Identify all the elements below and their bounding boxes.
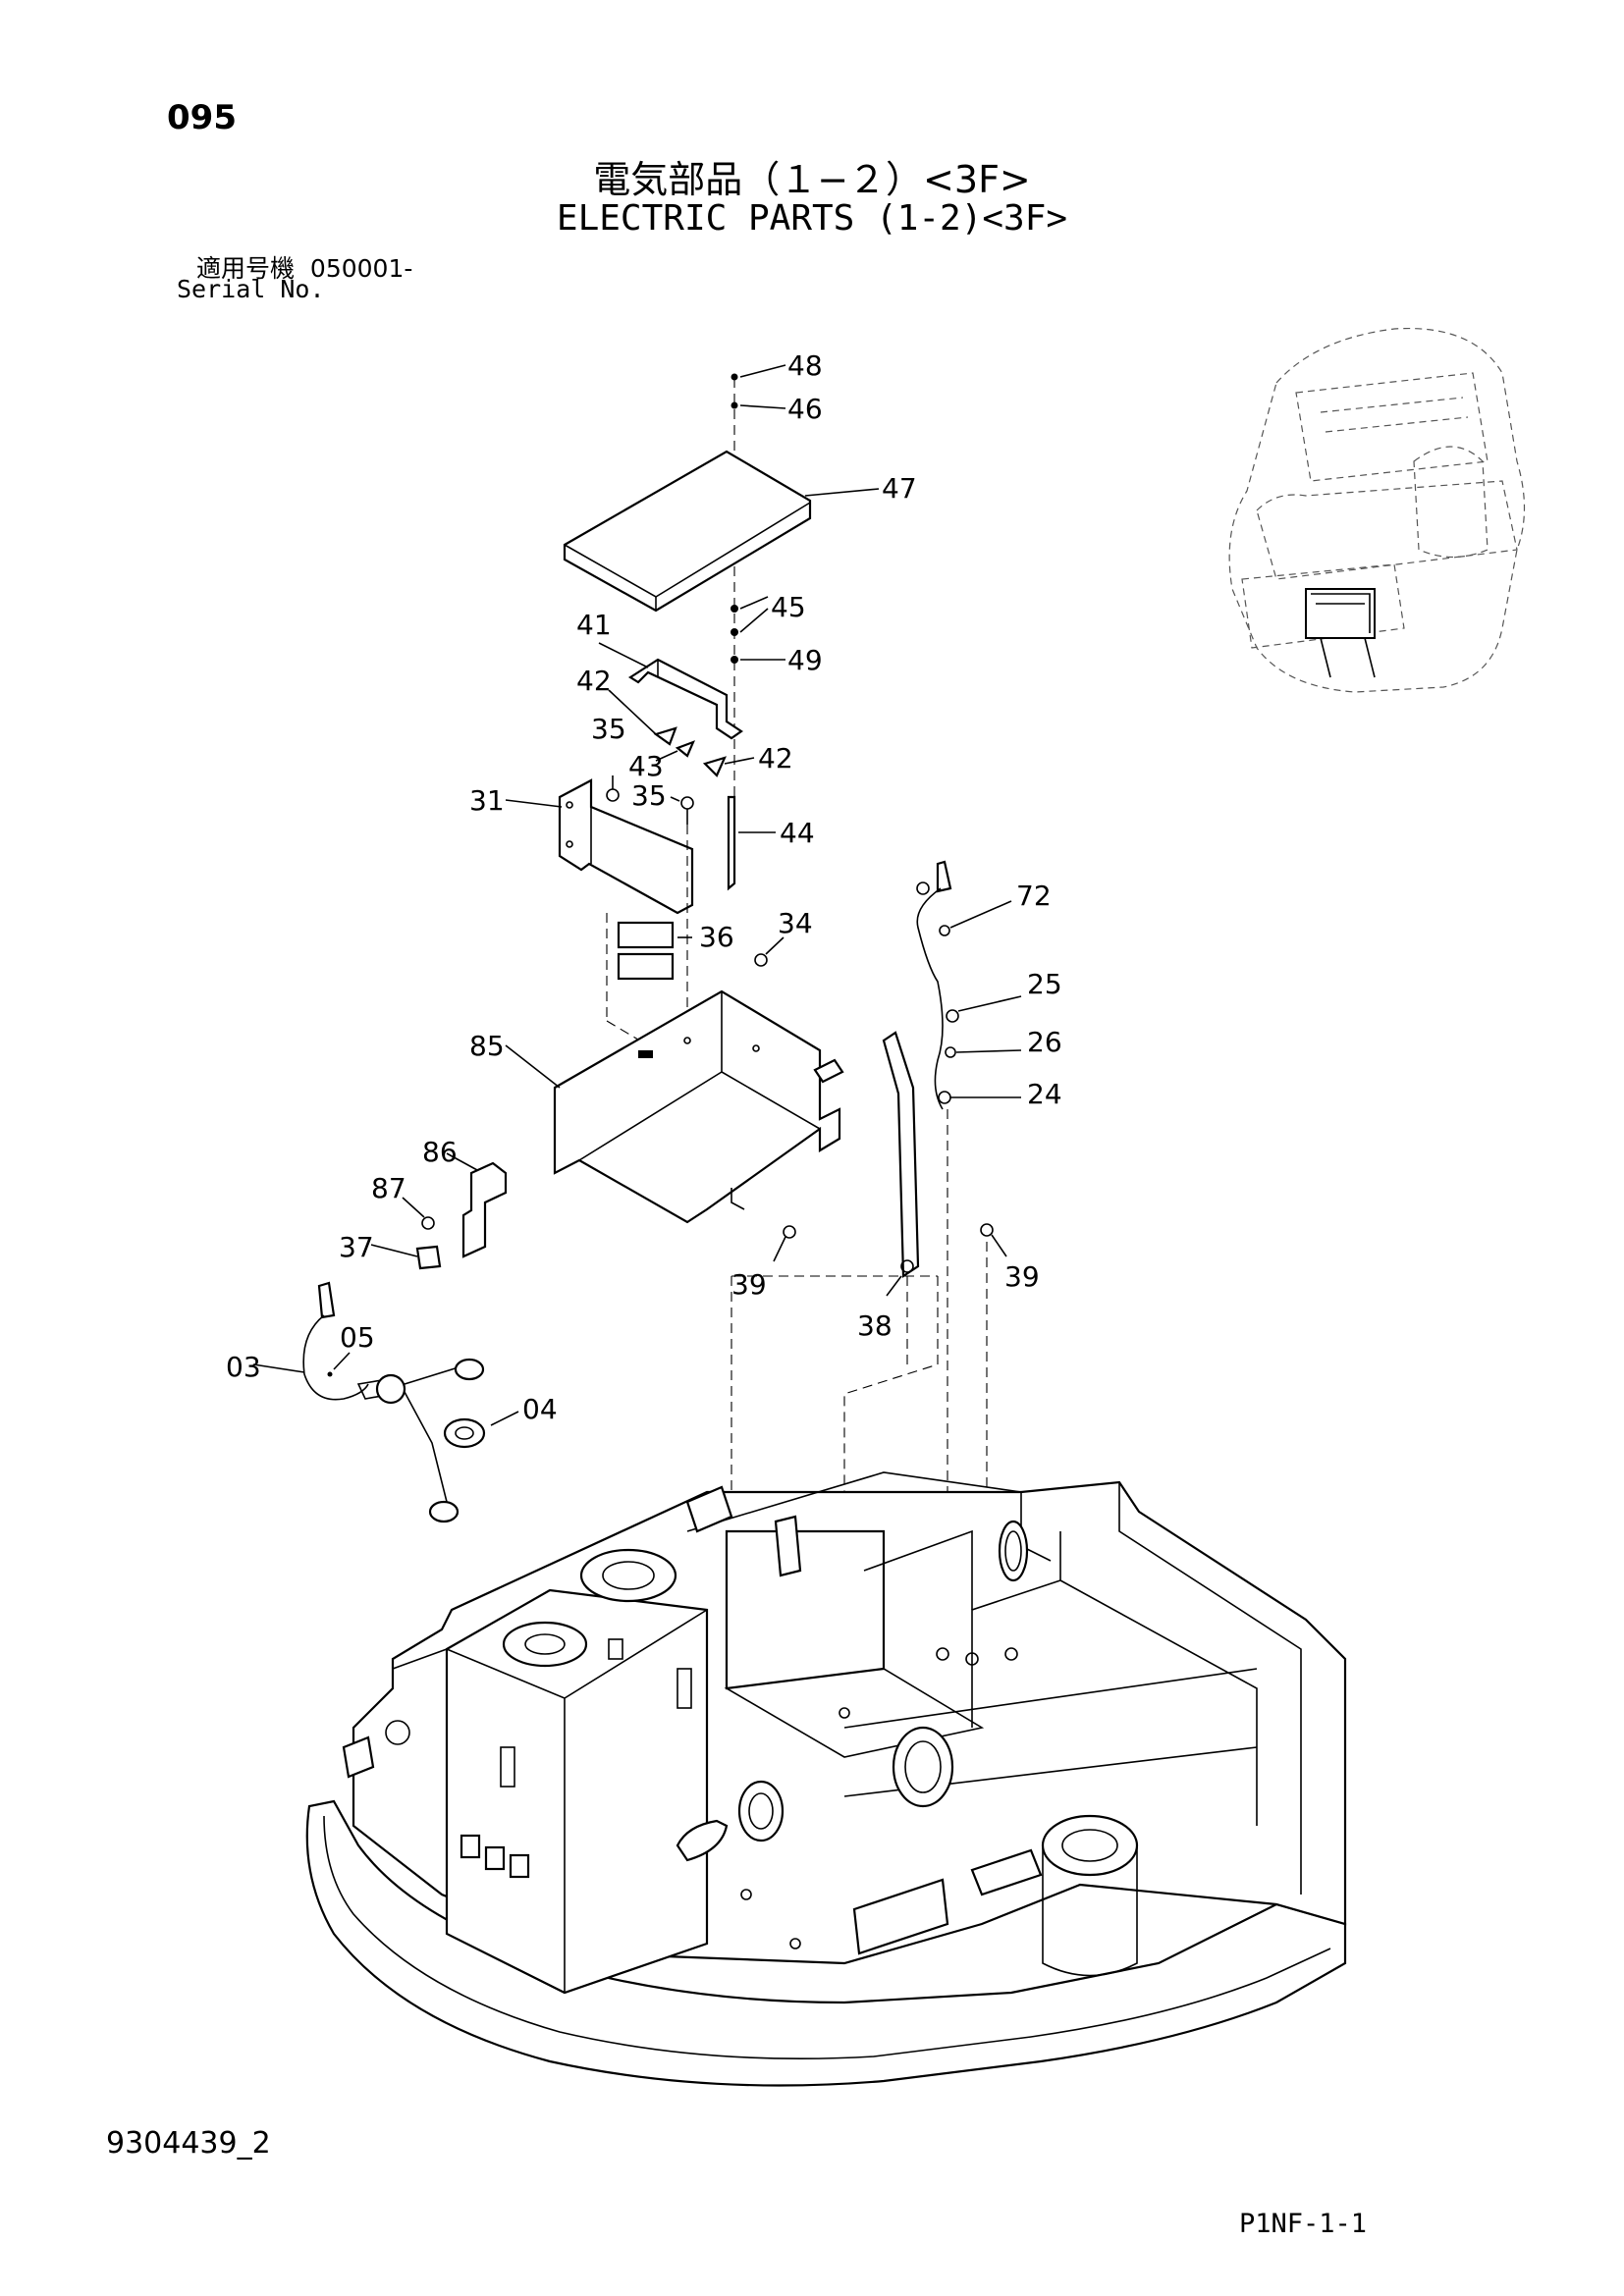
callout-42b: 42 xyxy=(758,742,793,774)
callout-44: 44 xyxy=(780,817,815,849)
nut-25 xyxy=(946,1009,959,1023)
serial-label-english: Serial No. xyxy=(177,275,325,303)
document-number: 9304439_2 xyxy=(106,2126,271,2161)
bolt-35a xyxy=(606,788,620,802)
callout-48: 48 xyxy=(787,349,823,382)
callout-34: 34 xyxy=(778,907,813,939)
washer-26 xyxy=(945,1046,956,1058)
washer-45b xyxy=(731,628,738,636)
bracket-41 xyxy=(598,642,755,777)
locator-inset xyxy=(1228,327,1526,693)
callout-03: 03 xyxy=(226,1351,261,1383)
stud-column xyxy=(731,364,786,805)
grommet-04 xyxy=(443,1417,486,1449)
callout-39a: 39 xyxy=(731,1268,767,1301)
callout-85: 85 xyxy=(469,1030,505,1062)
bracket-86 xyxy=(370,1152,508,1270)
callout-04: 04 xyxy=(522,1393,558,1425)
pad-42b xyxy=(702,756,727,777)
pad-37 xyxy=(415,1245,442,1270)
callout-86: 86 xyxy=(422,1136,458,1168)
callout-05: 05 xyxy=(340,1321,375,1354)
screw-48 xyxy=(731,373,738,381)
callout-47: 47 xyxy=(882,472,917,505)
page-title-japanese: 電気部品（１−２）<3F> xyxy=(593,158,1031,201)
relays-36 xyxy=(606,913,785,1046)
callout-36: 36 xyxy=(699,921,734,953)
callout-43: 43 xyxy=(628,750,664,782)
callout-26: 26 xyxy=(1027,1026,1062,1058)
bolt-87 xyxy=(421,1216,435,1230)
callout-87: 87 xyxy=(371,1172,406,1204)
callout-41: 41 xyxy=(576,609,612,641)
bolt-35b xyxy=(680,796,694,810)
screw-05 xyxy=(327,1371,333,1377)
page-number: 095 xyxy=(167,98,237,137)
callout-24: 24 xyxy=(1027,1078,1062,1110)
callout-35a: 35 xyxy=(591,713,626,745)
callout-39b: 39 xyxy=(1004,1260,1040,1293)
callout-42a: 42 xyxy=(576,665,612,697)
rod-44 xyxy=(727,795,736,891)
nut-49 xyxy=(731,656,738,664)
page-title-english: ELECTRIC PARTS (1-2)<3F> xyxy=(556,198,1068,239)
callout-45: 45 xyxy=(771,591,806,623)
bolts-39 xyxy=(773,1223,1007,1262)
callout-72: 72 xyxy=(1016,880,1052,912)
terminal-24 xyxy=(938,1091,951,1104)
callout-49: 49 xyxy=(787,644,823,676)
callout-35b: 35 xyxy=(631,779,667,812)
callout-labels: 48 46 47 45 49 41 42 35 43 42 31 35 44 7… xyxy=(226,349,1062,1425)
sensor-assembly xyxy=(252,1281,519,1523)
washer-45a xyxy=(731,605,738,613)
callout-38: 38 xyxy=(857,1309,893,1342)
serial-line-japanese: 適用号機 050001- xyxy=(196,249,412,285)
bolt-34 xyxy=(754,953,768,967)
callout-25: 25 xyxy=(1027,968,1062,1000)
callout-37: 37 xyxy=(339,1231,374,1263)
page-reference: P1NF-1-1 xyxy=(1239,2209,1368,2239)
box-85 xyxy=(505,989,844,1224)
harness-72 xyxy=(916,860,1022,1590)
callout-46: 46 xyxy=(787,393,823,425)
bracket-38 xyxy=(882,1031,920,1364)
serial-label-japanese: 適用号機 xyxy=(196,254,296,283)
pad-42a xyxy=(653,726,677,746)
pad-43 xyxy=(675,740,696,758)
main-frame xyxy=(305,1471,1347,2087)
cover-47 xyxy=(563,450,880,613)
screw-46 xyxy=(731,401,738,409)
serial-value: 050001- xyxy=(309,254,413,283)
callout-31: 31 xyxy=(469,784,505,817)
